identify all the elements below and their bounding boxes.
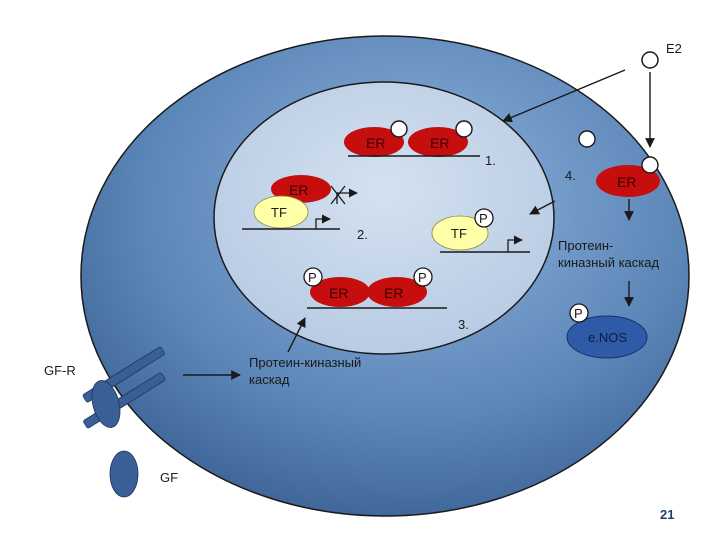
e2-bound-1a xyxy=(391,121,407,137)
e2-free-cytoplasm xyxy=(579,131,595,147)
page-number: 21 xyxy=(660,507,674,522)
enos-label: e.NOS xyxy=(588,330,627,345)
kinase-cascade-right-line2: киназный каскад xyxy=(558,255,659,270)
gf-ligand xyxy=(110,451,138,497)
kinase-cascade-left-line1: Протеин-киназный xyxy=(249,355,361,370)
tf-label-4: TF xyxy=(451,226,467,241)
step-1-label: 1. xyxy=(485,153,496,168)
er-label-membrane: ER xyxy=(617,174,636,190)
e2-label: E2 xyxy=(666,41,682,56)
tf-label-2: TF xyxy=(271,205,287,220)
gf-label: GF xyxy=(160,470,178,485)
e2-ligand xyxy=(642,52,658,68)
er-label-1b: ER xyxy=(430,135,449,151)
phosphate-3b-label: P xyxy=(418,270,427,285)
step-2-label: 2. xyxy=(357,227,368,242)
step-4-label: 4. xyxy=(565,168,576,183)
er-label-2: ER xyxy=(289,182,308,198)
kinase-cascade-left-line2: каскад xyxy=(249,372,290,387)
phosphate-enos-label: P xyxy=(574,306,583,321)
er-label-3a: ER xyxy=(329,285,348,301)
phosphate-3a-label: P xyxy=(308,270,317,285)
step-3-label: 3. xyxy=(458,317,469,332)
kinase-cascade-right-line1: Протеин- xyxy=(558,238,613,253)
er-label-3b: ER xyxy=(384,285,403,301)
phosphate-tf-label: P xyxy=(479,211,488,226)
e2-bound-1b xyxy=(456,121,472,137)
e2-bound-membrane xyxy=(642,157,658,173)
er-label-1a: ER xyxy=(366,135,385,151)
gfr-label: GF-R xyxy=(44,363,76,378)
